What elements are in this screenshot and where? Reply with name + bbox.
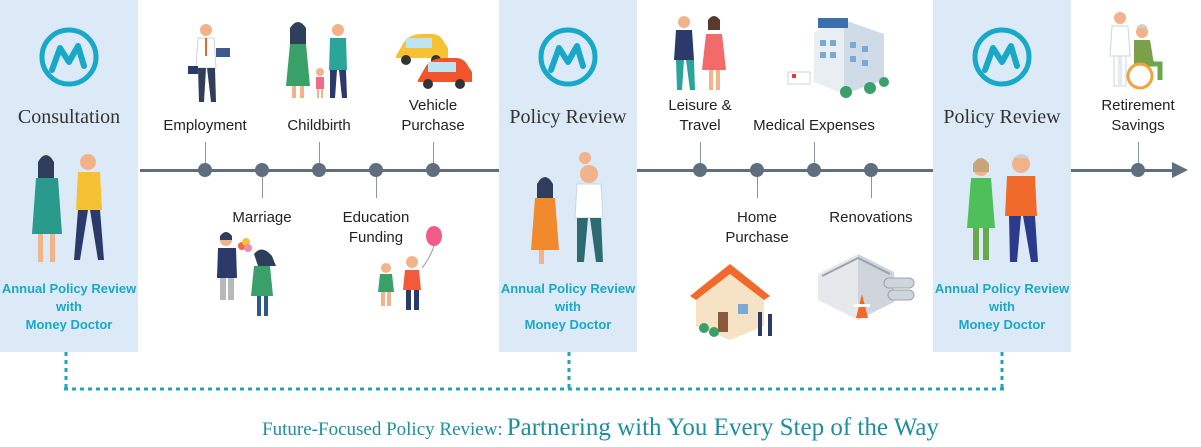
stem-childbirth bbox=[319, 142, 320, 166]
milestone-dot bbox=[1131, 163, 1145, 177]
label-marriage: Marriage bbox=[232, 209, 292, 226]
label-employment: Employment bbox=[163, 117, 247, 134]
stem-leisure bbox=[700, 142, 701, 166]
panel-subtitle: Annual Policy Review with Money Doctor bbox=[934, 281, 1070, 332]
family-illustration bbox=[286, 22, 347, 98]
stem-renovations bbox=[871, 176, 872, 198]
milestone-dot bbox=[750, 163, 764, 177]
hospital-illustration bbox=[787, 18, 889, 98]
panel-title: Consultation bbox=[17, 106, 121, 128]
kids-balloon-illustration bbox=[378, 226, 442, 310]
family-illustration bbox=[531, 152, 604, 264]
label-childbirth: Childbirth bbox=[287, 117, 351, 134]
stem-employment bbox=[205, 142, 206, 166]
panel-consultation: Consultation Annual Policy Review with M… bbox=[0, 0, 138, 352]
label-leisure-travel: Leisure &Travel bbox=[668, 97, 732, 134]
label-renovations: Renovations bbox=[829, 209, 913, 226]
wheelchair-illustration bbox=[1109, 12, 1163, 90]
panel-subtitle: Annual Policy Review with Money Doctor bbox=[500, 281, 636, 332]
money-doctor-logo-icon bbox=[39, 27, 99, 87]
house-illustration bbox=[690, 264, 772, 340]
money-doctor-logo-icon bbox=[538, 27, 598, 87]
milestone-dot bbox=[693, 163, 707, 177]
footer-tagline-part1: Future-Focused Policy Review: bbox=[262, 419, 503, 440]
label-medical-expenses: Medical Expenses bbox=[753, 117, 875, 134]
elderly-couple-illustration bbox=[967, 154, 1038, 262]
panel-title: Policy Review bbox=[943, 106, 1061, 128]
milestone-dot bbox=[807, 163, 821, 177]
milestone-dot bbox=[426, 163, 440, 177]
stem-marriage bbox=[262, 176, 263, 198]
timeline-axis bbox=[140, 169, 1174, 172]
panel-title: Policy Review bbox=[509, 106, 627, 128]
panel-policy-review-1: Policy Review Annual Policy Review with … bbox=[499, 0, 637, 352]
couple-flowers-illustration bbox=[217, 232, 276, 316]
milestone-dot bbox=[312, 163, 326, 177]
stem-vehicle bbox=[433, 142, 434, 166]
travel-couple-illustration bbox=[674, 16, 726, 90]
milestone-dot bbox=[369, 163, 383, 177]
timeline-arrowhead bbox=[1172, 162, 1188, 178]
milestone-dot bbox=[255, 163, 269, 177]
stem-retirement bbox=[1138, 142, 1139, 166]
money-doctor-logo-icon bbox=[972, 27, 1032, 87]
cars-illustration bbox=[396, 34, 472, 89]
panel-subtitle: Annual Policy Review with Money Doctor bbox=[1, 281, 137, 332]
footer-tagline-part2: Partnering with You Every Step of the Wa… bbox=[506, 414, 939, 441]
businessman-illustration bbox=[188, 24, 230, 102]
milestone-dot bbox=[864, 163, 878, 177]
couple-illustration bbox=[32, 154, 104, 262]
stem-home bbox=[757, 176, 758, 198]
milestone-dot bbox=[198, 163, 212, 177]
panel-policy-review-2: Policy Review Annual Policy Review with … bbox=[933, 0, 1071, 352]
footer-tagline: Future-Focused Policy Review: Partnering… bbox=[0, 414, 1201, 442]
construction-illustration bbox=[818, 254, 915, 320]
stem-medical bbox=[814, 142, 815, 166]
stem-education bbox=[376, 176, 377, 198]
